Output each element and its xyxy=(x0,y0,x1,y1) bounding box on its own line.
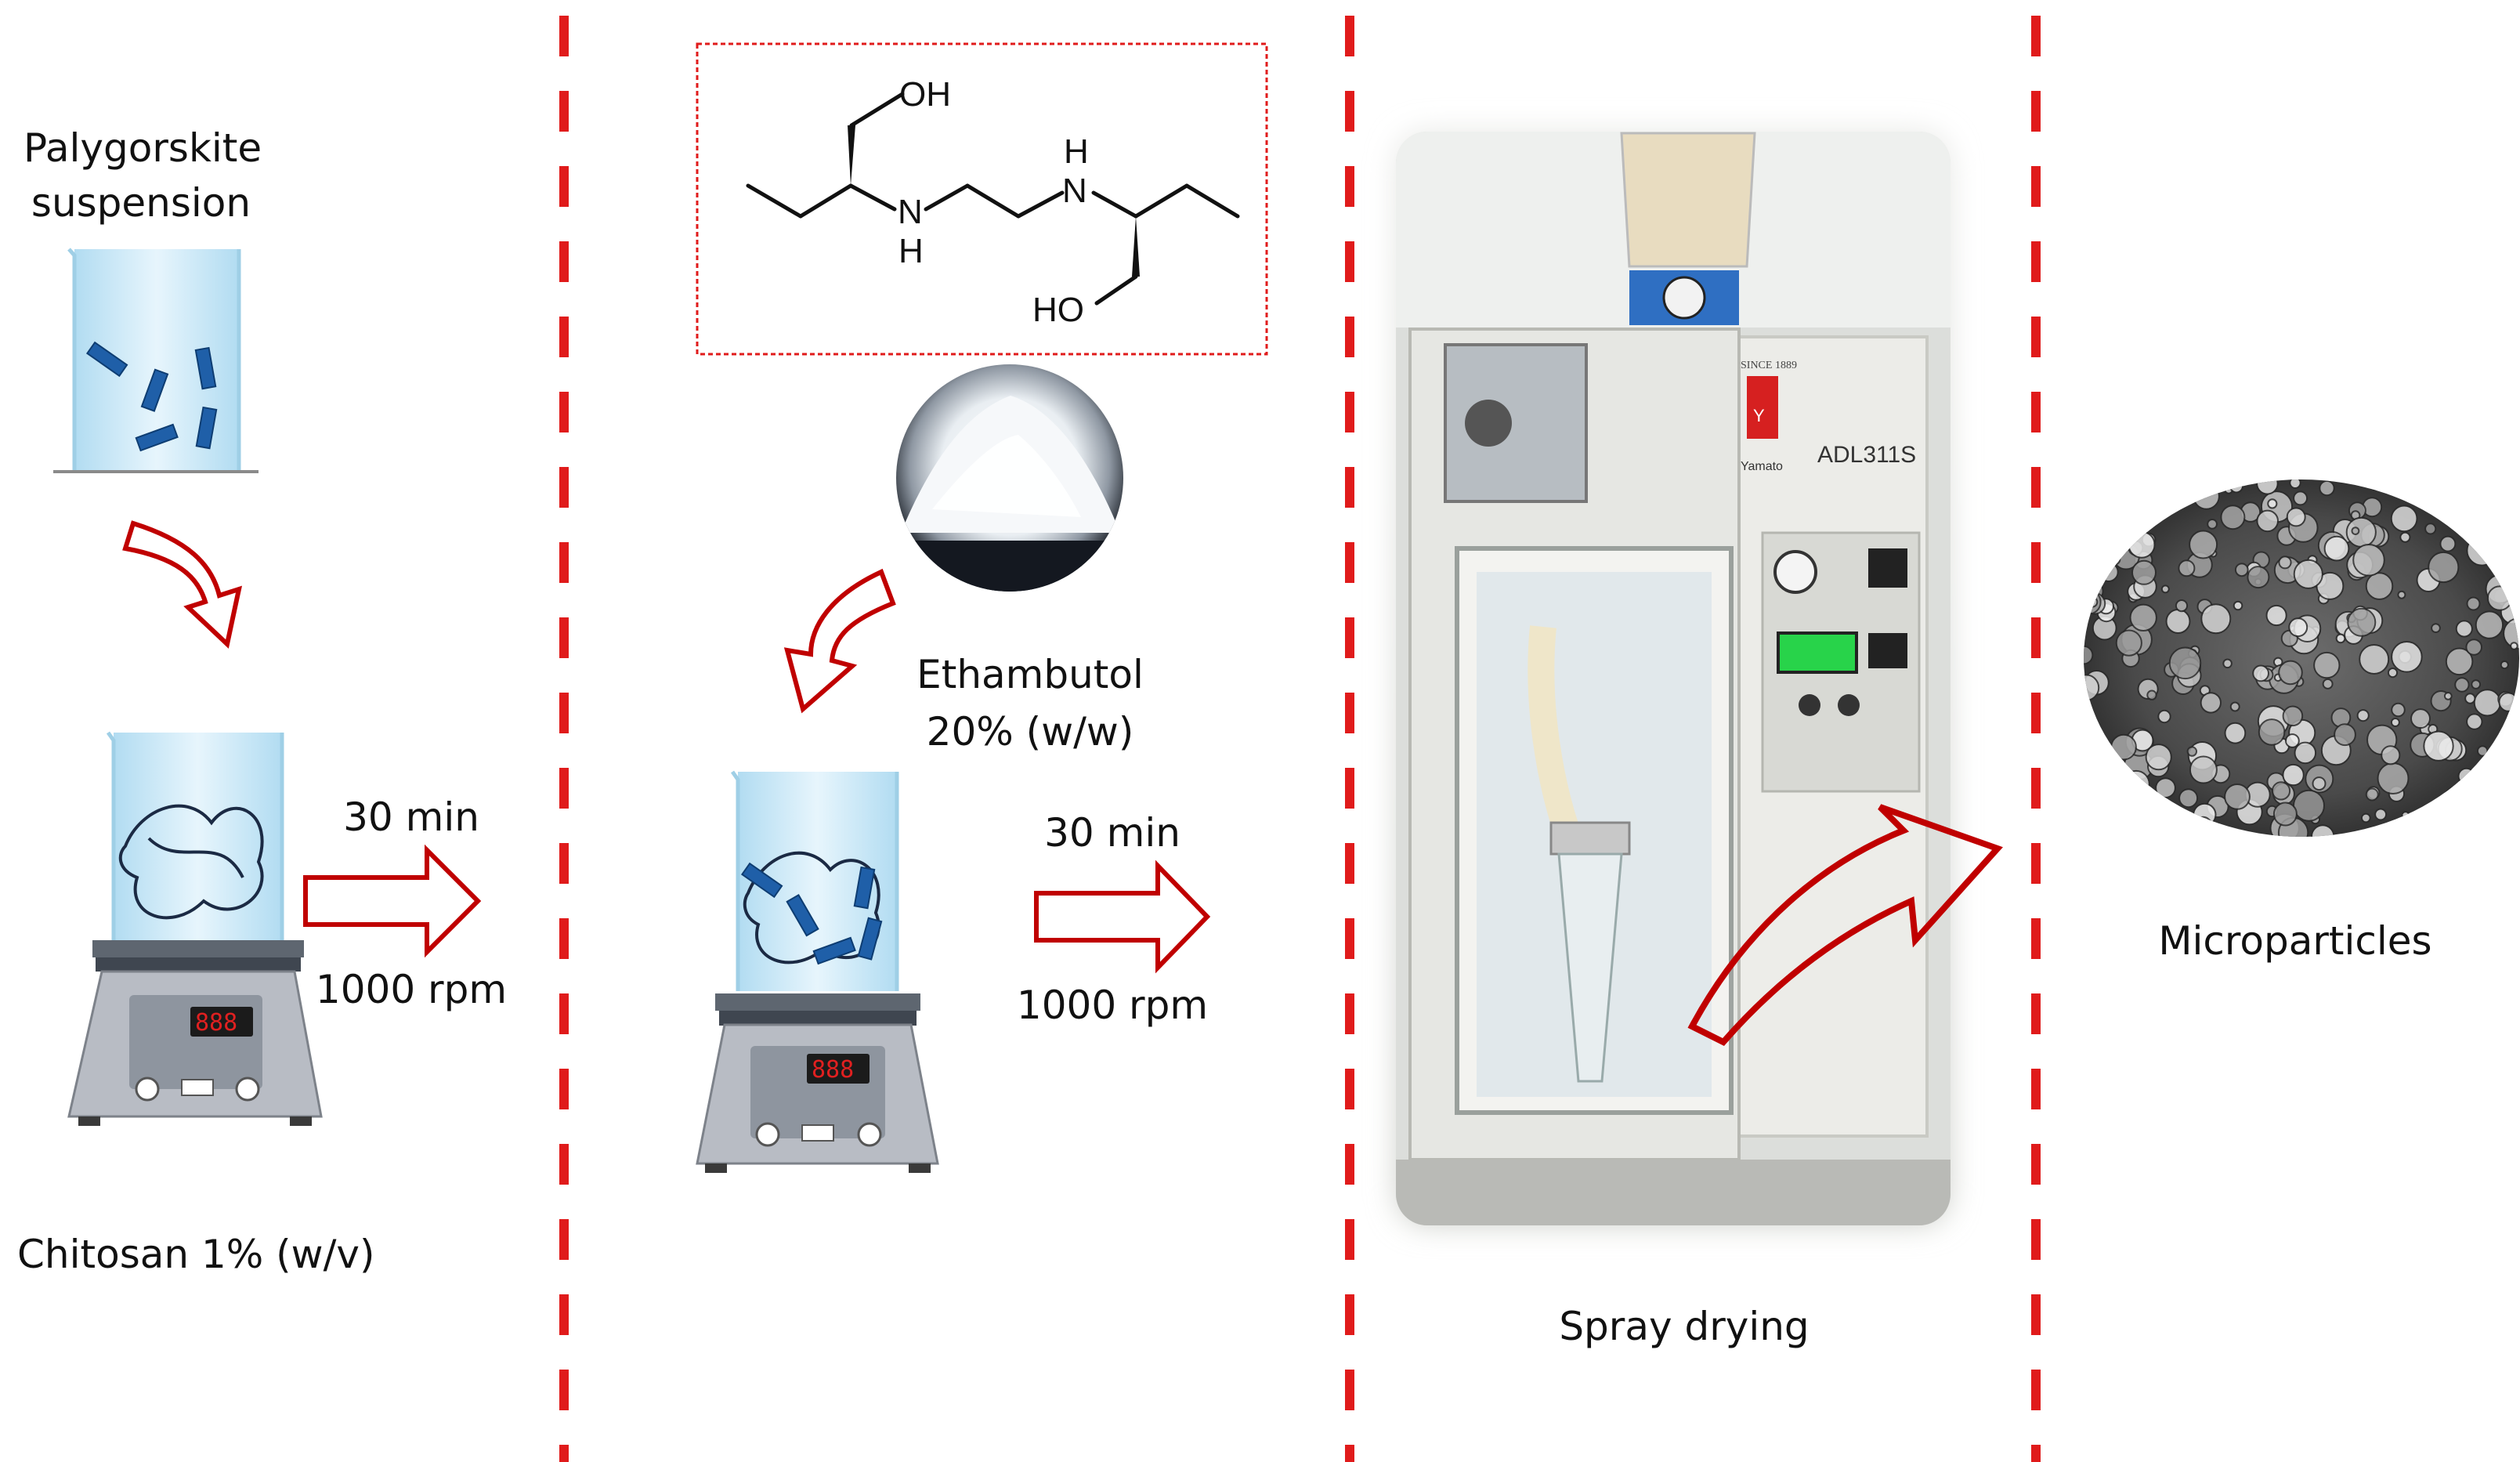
structure-h-left: H xyxy=(898,232,924,270)
svg-text:888: 888 xyxy=(812,1056,854,1084)
magnetic-stirrer-icon: 888 xyxy=(696,770,939,1173)
palygorskite-rods-icon xyxy=(85,341,218,452)
structure-frame xyxy=(696,42,1268,356)
ethambutol-structure xyxy=(746,92,1240,306)
time-label-2: 30 min xyxy=(1044,810,1180,856)
microparticles-label: Microparticles xyxy=(2158,918,2432,964)
svg-text:Y: Y xyxy=(1753,406,1765,425)
palygorskite-label-line2: suspension xyxy=(31,180,251,226)
svg-text:888: 888 xyxy=(195,1009,237,1037)
equipment-brand-text: Yamato xyxy=(1741,460,1783,473)
curved-arrow-icon xyxy=(122,520,243,649)
structure-h-right: H xyxy=(1064,132,1089,171)
time-label-1: 30 min xyxy=(343,794,479,840)
hollow-arrow-icon xyxy=(1034,859,1211,974)
equipment-model-text: ADL311S xyxy=(1817,442,1916,468)
beaker-icon xyxy=(53,248,259,473)
hollow-arrow-icon xyxy=(303,844,482,958)
structure-n-left: N xyxy=(898,193,923,231)
microparticles-sem-image xyxy=(2084,479,2519,837)
chitosan-label: Chitosan 1% (w/v) xyxy=(17,1232,375,1277)
ethambutol-label-line1: Ethambutol xyxy=(917,652,1144,697)
spray-dryer-photo: Y SINCE 1889 Yamato ADL311S xyxy=(1396,132,2003,1225)
ethambutol-label-line2: 20% (w/w) xyxy=(926,709,1134,755)
dividers xyxy=(559,16,2041,1462)
speed-label-1: 1000 rpm xyxy=(315,967,508,1012)
structure-ho-bottom: HO xyxy=(1032,291,1084,329)
structure-oh-top: OH xyxy=(899,75,951,114)
curved-arrow-icon xyxy=(1687,804,2003,1046)
spray-drying-label: Spray drying xyxy=(1559,1304,1810,1349)
speed-label-2: 1000 rpm xyxy=(1016,983,1209,1028)
palygorskite-label-line1: Palygorskite xyxy=(24,125,262,171)
curved-arrow-icon xyxy=(783,568,896,714)
structure-n-right: N xyxy=(1062,172,1087,210)
equipment-since-text: SINCE 1889 xyxy=(1741,360,1797,371)
ethambutol-powder-image xyxy=(896,364,1123,592)
magnetic-stirrer-icon: 888 xyxy=(67,731,323,1126)
